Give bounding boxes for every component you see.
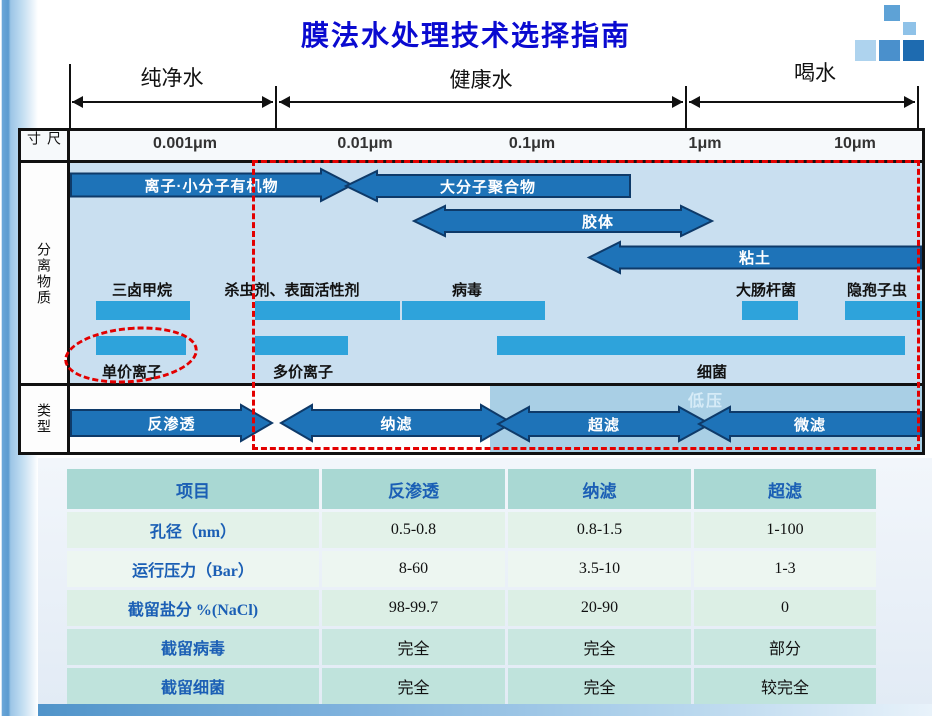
header-cell-reverse-osmosis: 反渗透 xyxy=(322,469,505,509)
size-tick-label: 0.001μm xyxy=(152,135,218,152)
boundary-tick xyxy=(685,86,687,128)
table-cell: 0 xyxy=(694,590,876,626)
size-tick-label: 10μm xyxy=(834,135,876,152)
logo-square-icon xyxy=(855,40,876,61)
header-cell-ultrafiltration: 超滤 xyxy=(694,469,876,509)
measure-arrow-healthy xyxy=(279,96,683,108)
type-arrow-microfiltration: 微滤 xyxy=(696,405,922,443)
arrow-clay: 粘土 xyxy=(586,240,922,275)
type-arrow-nanofiltration: 纳滤 xyxy=(279,403,514,443)
logo-square-icon xyxy=(879,40,900,61)
slide-title: 膜法水处理技术选择指南 xyxy=(300,20,631,51)
substance-label-cryptosporidium: 隐孢子虫 xyxy=(846,282,908,299)
bottom-decoration-bar xyxy=(30,704,932,716)
zone-label-pure-water: 纯净水 xyxy=(140,66,204,90)
table-cell: 98-99.7 xyxy=(322,590,505,626)
range-bar-trihalomethane xyxy=(96,301,190,320)
size-tick-label: 0.1μm xyxy=(508,135,556,152)
table-cell: 完全 xyxy=(322,668,505,704)
range-bar-monovalent-ion xyxy=(96,336,186,355)
axis-label-divider xyxy=(67,131,70,452)
low-pressure-label: 低压 xyxy=(687,393,724,410)
arrow-macromolecular-polymer: 大分子聚合物 xyxy=(343,169,631,203)
measure-arrow-pure xyxy=(72,96,273,108)
substance-label-bacteria: 细菌 xyxy=(696,364,728,381)
row-label-cell: 截留病毒 xyxy=(67,629,319,665)
arrow-ions-small-organics: 离子·小分子有机物 xyxy=(70,167,355,203)
table-row-pore-size: 孔径（nm） 0.5-0.8 0.8-1.5 1-100 xyxy=(67,512,876,548)
arrow-colloid: 胶体 xyxy=(411,204,715,238)
substance-label-trihalomethane: 三卤甲烷 xyxy=(111,282,173,299)
range-bar-bacteria xyxy=(497,336,905,355)
substance-label-pesticide-surfactant: 杀虫剂、表面活性剂 xyxy=(224,282,360,299)
table-cell: 1-100 xyxy=(694,512,876,548)
substance-label-multivalent-ion: 多价离子 xyxy=(272,364,334,381)
header-cell-nanofiltration: 纳滤 xyxy=(508,469,691,509)
logo-square-icon xyxy=(903,40,924,61)
divider-line xyxy=(21,383,922,386)
table-cell: 完全 xyxy=(508,629,691,665)
type-arrow-ultrafiltration: 超滤 xyxy=(495,405,713,443)
substance-label-monovalent-ion: 单价离子 xyxy=(101,364,163,381)
arrow-label: 胶体 xyxy=(581,213,614,231)
table-row-operating-pressure: 运行压力（Bar） 8-60 3.5-10 1-3 xyxy=(67,551,876,587)
table-cell: 较完全 xyxy=(694,668,876,704)
table-row-salt-rejection: 截留盐分 %(NaCl) 98-99.7 20-90 0 xyxy=(67,590,876,626)
header-cell-item: 项目 xyxy=(67,469,319,509)
row-label-cell: 截留盐分 %(NaCl) xyxy=(67,590,319,626)
range-bar-virus xyxy=(402,301,545,320)
logo-square-icon xyxy=(903,22,916,35)
type-arrow-reverse-osmosis: 反渗透 xyxy=(70,403,274,443)
membrane-spec-table: 项目 反渗透 纳滤 超滤 孔径（nm） 0.5-0.8 0.8-1.5 1-10… xyxy=(64,466,879,707)
logo-square-icon xyxy=(884,5,900,21)
arrow-label: 大分子聚合物 xyxy=(439,178,536,196)
arrow-label: 粘土 xyxy=(738,250,771,267)
axis-row-label-type: 类型 xyxy=(36,403,52,435)
arrow-label: 离子·小分子有机物 xyxy=(144,177,279,195)
row-label-cell: 运行压力（Bar） xyxy=(67,551,319,587)
zone-label-drinking-water: 喝水 xyxy=(794,61,836,85)
size-row-background xyxy=(21,131,922,161)
membrane-selection-diagram: 尺寸 分离物质 类型 0.001μm 0.01μm 0.1μm 1μm 10μm… xyxy=(18,128,925,455)
substance-label-e-coli: 大肠杆菌 xyxy=(735,282,797,299)
substance-label-virus: 病毒 xyxy=(451,282,483,299)
row-label-cell: 孔径（nm） xyxy=(67,512,319,548)
row-label-cell: 截留细菌 xyxy=(67,668,319,704)
boundary-tick xyxy=(275,86,277,128)
axis-row-label-substance: 分离物质 xyxy=(36,241,52,306)
arrow-label: 微滤 xyxy=(793,416,826,434)
size-tick-label: 0.01μm xyxy=(337,135,393,152)
boundary-tick xyxy=(917,86,919,128)
table-cell: 1-3 xyxy=(694,551,876,587)
table-row-bacteria-rejection: 截留细菌 完全 完全 较完全 xyxy=(67,668,876,704)
range-bar-cryptosporidium xyxy=(845,301,922,320)
size-tick-label: 1μm xyxy=(688,135,722,152)
table-cell: 完全 xyxy=(322,629,505,665)
table-cell: 0.8-1.5 xyxy=(508,512,691,548)
table-row-virus-rejection: 截留病毒 完全 完全 部分 xyxy=(67,629,876,665)
table-cell: 部分 xyxy=(694,629,876,665)
arrow-label: 超滤 xyxy=(587,416,620,434)
table-header-row: 项目 反渗透 纳滤 超滤 xyxy=(67,469,876,509)
measure-arrow-drinking xyxy=(689,96,915,108)
table-cell: 0.5-0.8 xyxy=(322,512,505,548)
arrow-label: 反渗透 xyxy=(147,415,196,433)
table-cell: 完全 xyxy=(508,668,691,704)
table-cell: 8-60 xyxy=(322,551,505,587)
red-dashed-selection-region xyxy=(252,160,920,450)
table-cell: 20-90 xyxy=(508,590,691,626)
range-bar-e-coli xyxy=(742,301,798,320)
zone-label-healthy-water: 健康水 xyxy=(449,68,513,92)
table-cell: 3.5-10 xyxy=(508,551,691,587)
axis-row-label-size: 尺寸 xyxy=(26,131,62,147)
range-bar-pesticide-surfactant xyxy=(255,301,400,320)
range-bar-multivalent-ion xyxy=(255,336,348,355)
arrow-label: 纳滤 xyxy=(380,415,413,433)
boundary-tick xyxy=(69,64,71,128)
